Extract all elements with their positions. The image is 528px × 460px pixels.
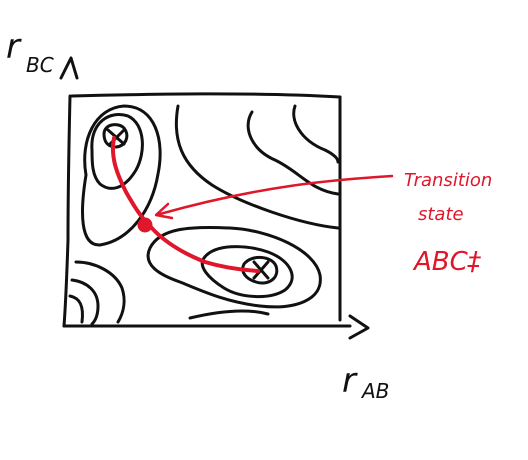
contour-right-outer (146, 225, 322, 309)
y-axis-label: r BC (6, 27, 54, 77)
x-axis-label-subscript: AB (360, 379, 389, 403)
reaction-path-group (111, 136, 394, 273)
contour-bottom-left-2 (70, 278, 100, 326)
axes (59, 56, 370, 340)
x-axis-label: r AB (342, 361, 389, 403)
minimum-marker-reactant (106, 128, 126, 146)
minimum-marker-product (252, 260, 270, 280)
annotation-arrow-line (158, 174, 394, 216)
contour-bottom-arc (188, 309, 270, 320)
contour-ridge-2 (246, 110, 340, 196)
y-axis-label-symbol: r (6, 27, 22, 67)
y-axis-arrowhead (59, 56, 79, 80)
contour-bottom-left-1 (74, 260, 126, 324)
annotation-arrowhead (154, 202, 174, 220)
x-axis-label-symbol: r (342, 361, 358, 401)
contour-right-middle (200, 245, 294, 299)
x-axis-arrowhead (348, 314, 370, 340)
y-axis-line (62, 94, 72, 328)
contour-left-middle (90, 113, 144, 190)
frame-top (70, 92, 342, 99)
annotation-line-2: state (418, 204, 464, 225)
contour-ridge-1 (174, 104, 340, 230)
annotation-line-3: ABC‡ (412, 247, 482, 277)
transition-state-dot (137, 217, 153, 233)
contour-bottom-left-3 (68, 294, 84, 324)
contour-left-outer (81, 104, 162, 247)
annotation-line-1: Transition (404, 170, 492, 191)
plot-frame (70, 92, 342, 322)
y-axis-label-subscript: BC (26, 53, 54, 77)
contour-left-inner (102, 123, 129, 149)
contour-right-inner (241, 256, 279, 285)
transition-state-annotation: Transition state ABC‡ (404, 170, 492, 277)
contour-lines (68, 104, 340, 326)
contour-ridge-3 (292, 104, 340, 164)
